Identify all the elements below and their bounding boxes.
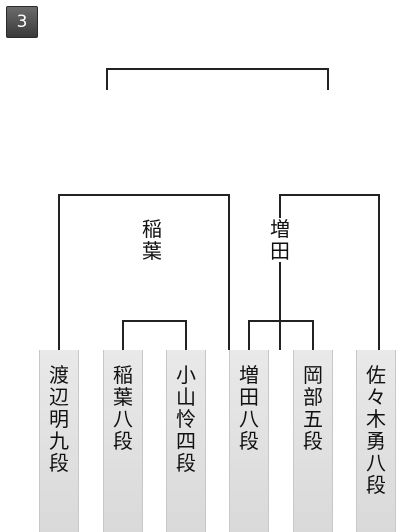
player-name-char: 田 [239, 385, 259, 409]
left-semifinal-winner: 稲 葉 [137, 218, 167, 262]
player-name-char: 五 [303, 407, 323, 431]
right-quarterfinal-bracket-line [248, 320, 314, 350]
player-name-char: 辺 [49, 385, 69, 409]
player-name-char: 小 [176, 363, 196, 387]
round-badge: 3 [6, 6, 38, 38]
player-name-char: 九 [49, 429, 69, 453]
player-name-cell: 増 田 八 段 [229, 350, 269, 532]
winner-char: 田 [270, 239, 290, 263]
right-semifinal-bracket-line [279, 194, 380, 350]
player-name-char: 段 [113, 429, 133, 453]
player-name-char: 段 [239, 429, 259, 453]
player-name-char: 段 [176, 451, 196, 475]
player-name-cell: 佐 々 木 勇 八 段 [356, 350, 396, 532]
player-name-char: 段 [49, 451, 69, 475]
player-name-char: 怜 [176, 407, 196, 431]
left-quarterfinal-bracket-line [122, 320, 187, 350]
player-name-char: 佐 [366, 363, 386, 387]
winner-char: 稲 [142, 217, 162, 241]
player-name-cell: 渡 辺 明 九 段 [39, 350, 79, 532]
player-name-char: 岡 [303, 363, 323, 387]
player-name-char: 明 [49, 407, 69, 431]
player-name-char: 八 [113, 407, 133, 431]
player-name-char: 勇 [366, 429, 386, 453]
player-name-char: 々 [366, 385, 386, 409]
winner-char: 葉 [142, 239, 162, 263]
player-name-char: 八 [239, 407, 259, 431]
player-name-cell: 小 山 怜 四 段 [166, 350, 206, 532]
player-name-char: 四 [176, 429, 196, 453]
player-name-char: 段 [366, 473, 386, 497]
right-semifinal-winner: 増 田 [265, 218, 295, 262]
player-name-cell: 岡 部 五 段 [293, 350, 333, 532]
player-name-char: 段 [303, 429, 323, 453]
winner-char: 増 [270, 217, 290, 241]
player-name-char: 稲 [113, 363, 133, 387]
player-name-char: 増 [239, 363, 259, 387]
player-name-char: 八 [366, 451, 386, 475]
player-name-char: 山 [176, 385, 196, 409]
player-name-char: 部 [303, 385, 323, 409]
final-bracket-line [106, 68, 329, 90]
player-name-cell: 稲 葉 八 段 [103, 350, 143, 532]
player-name-char: 葉 [113, 385, 133, 409]
player-name-char: 渡 [49, 363, 69, 387]
player-name-char: 木 [366, 407, 386, 431]
left-semifinal-bracket-line [58, 194, 230, 350]
